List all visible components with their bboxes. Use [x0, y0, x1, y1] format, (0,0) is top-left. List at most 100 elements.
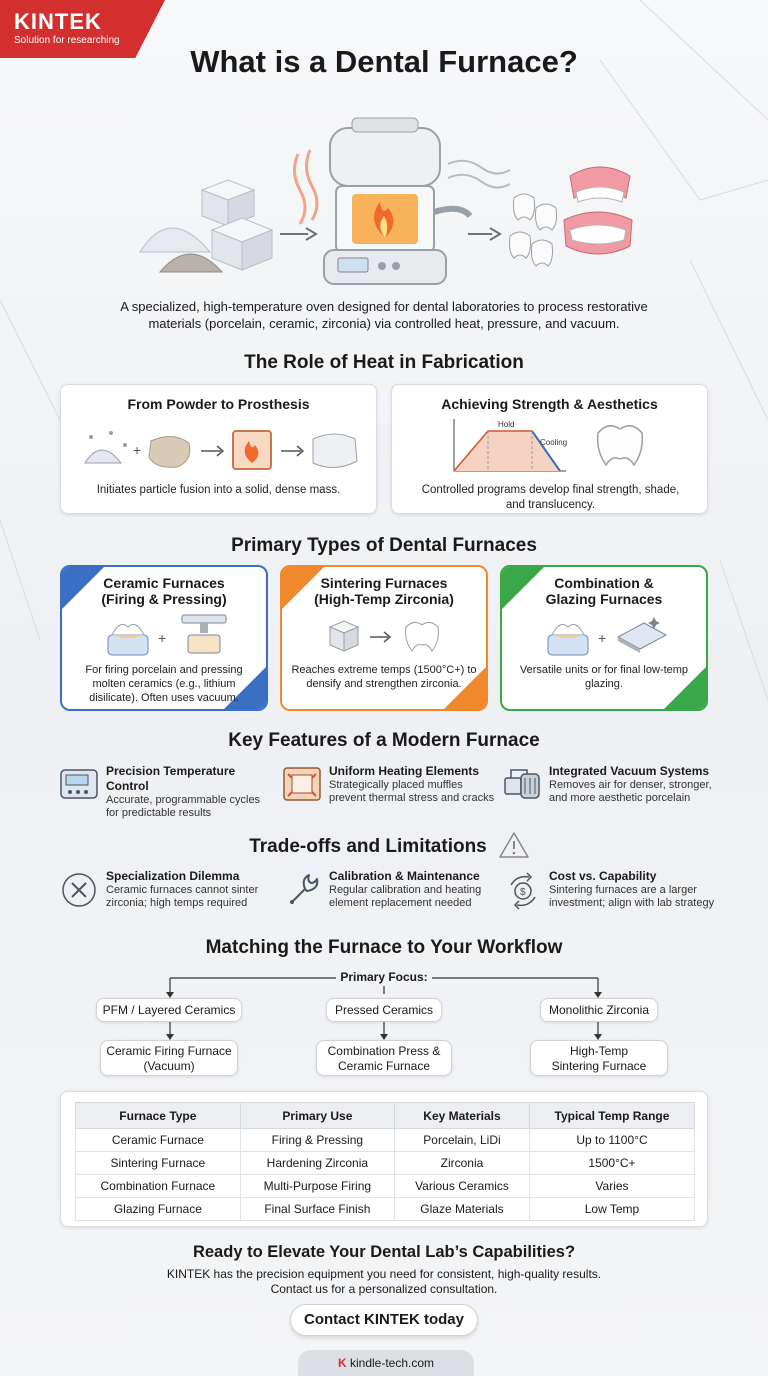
- feature-text-line1: Accurate, programmable cycles: [106, 794, 261, 806]
- press-icon: [181, 614, 227, 654]
- table-header: Typical Temp Range: [528, 1102, 696, 1129]
- table-cell: Combination Furnace: [75, 1174, 241, 1198]
- tradeoff-title: Calibration & Maintenance: [329, 869, 480, 883]
- section-heading-features: Key Features of a Modern Furnace: [228, 730, 540, 751]
- feature-title: Precision Temperature Control: [106, 764, 236, 793]
- tradeoff-text-line2: zirconia; high temps required: [106, 897, 248, 909]
- focus-monolithic-zirconia: Monolithic Zirconia: [540, 998, 658, 1022]
- table-cell: Porcelain, LiDi: [394, 1128, 530, 1152]
- svg-text:$: $: [520, 887, 526, 898]
- section-heading-tradeoffs: Trade-offs and Limitations: [249, 836, 487, 857]
- section-heading-role: The Role of Heat in Fabrication: [244, 352, 524, 373]
- cta-text-line1: KINTEK has the precision equipment you n…: [166, 1267, 602, 1281]
- page-title: What is a Dental Furnace?: [190, 44, 578, 79]
- card-text: Initiates particle fusion into a solid, …: [96, 484, 341, 496]
- feature-title: Uniform Heating Elements: [329, 764, 480, 778]
- table-row: Ceramic Furnace Firing & Pressing Porcel…: [75, 1128, 696, 1152]
- dentures-icon: [563, 166, 633, 255]
- tooth-on-tray-icon: [107, 623, 149, 656]
- compacted-block-icon: [148, 436, 191, 468]
- card-title-line2: (Firing & Pressing): [101, 591, 227, 607]
- table-cell: Various Ceramics: [394, 1174, 530, 1198]
- wrench-icon: [290, 874, 319, 904]
- table-cell: Glaze Materials: [394, 1197, 530, 1221]
- card-title: From Powder to Prosthesis: [127, 396, 310, 412]
- card-title-line2: (High-Temp Zirconia): [314, 591, 454, 607]
- vacuum-pump-icon: [504, 769, 540, 799]
- fire-icon: [232, 430, 272, 470]
- table-cell: Up to 1100°C: [528, 1128, 696, 1152]
- feature-title: Integrated Vacuum Systems: [549, 764, 710, 778]
- tradeoff-calibration: Calibration & Maintenance Regular calibr…: [283, 869, 503, 915]
- card-combination-glazing: Combination & Glazing Furnaces + Versati…: [500, 565, 708, 711]
- result-ceramic-firing: Ceramic Firing Furnace (Vacuum): [100, 1040, 238, 1076]
- result-combination-press: Combination Press & Ceramic Furnace: [316, 1040, 452, 1076]
- card-title-line1: Sintering Furnaces: [320, 575, 448, 591]
- svg-text:+: +: [598, 630, 606, 646]
- card-strength-aesthetics: Achieving Strength & Aesthetics Hold Coo…: [391, 384, 708, 514]
- table-cell: Hardening Zirconia: [239, 1151, 396, 1175]
- table-cell: Sintering Furnace: [75, 1151, 241, 1175]
- cost-cycle-icon: $: [510, 872, 536, 910]
- tradeoff-text-line2: element replacement needed: [329, 897, 472, 909]
- table-row: Sintering Furnace Hardening Zirconia Zir…: [75, 1151, 696, 1175]
- table-cell: Varies: [528, 1174, 696, 1198]
- workflow-connectors: [166, 977, 602, 1040]
- focus-pressed-ceramics: Pressed Ceramics: [326, 998, 442, 1022]
- powder-icon: [84, 431, 127, 464]
- tradeoff-text-line1: Sintering furnaces are a larger: [549, 884, 697, 896]
- card-powder-to-prosthesis: From Powder to Prosthesis + Initiates pa…: [60, 384, 377, 514]
- feature-vacuum-systems: Integrated Vacuum Systems Removes air fo…: [503, 764, 723, 810]
- table-cell: Low Temp: [528, 1197, 696, 1221]
- cta-heading: Ready to Elevate Your Dental Lab’s Capab…: [192, 1243, 576, 1261]
- tooth-crown-icon: [596, 425, 644, 467]
- contact-button[interactable]: Contact KINTEK today: [290, 1304, 478, 1336]
- heating-element-icon: [283, 767, 321, 801]
- section-heading-types: Primary Types of Dental Furnaces: [231, 535, 537, 556]
- card-title: Achieving Strength & Aesthetics: [441, 396, 658, 412]
- table-header-row: Furnace Type Primary Use Key Materials T…: [75, 1102, 696, 1129]
- table-cell: Glazing Furnace: [75, 1197, 241, 1221]
- footer-site-link[interactable]: K kindle-tech.com: [298, 1350, 474, 1376]
- ceramic-furnace-icons: +: [107, 614, 227, 656]
- feature-precision-temperature: Precision Temperature Control Accurate, …: [60, 764, 280, 819]
- firing-curve-graph: Hold Cooling: [453, 419, 567, 472]
- brand-name: KINTEK: [14, 9, 102, 34]
- table-cell: Zirconia: [394, 1151, 530, 1175]
- tradeoff-title: Specialization Dilemma: [106, 869, 240, 883]
- card-text: For firing porcelain and pressing molten…: [85, 664, 243, 704]
- combination-icons: +: [547, 617, 668, 656]
- tradeoff-title: Cost vs. Capability: [549, 869, 657, 883]
- svg-text:+: +: [158, 630, 166, 646]
- svg-text:+: +: [133, 442, 141, 458]
- tradeoff-specialization: Specialization Dilemma Ceramic furnaces …: [60, 869, 280, 915]
- feature-text-line1: Removes air for denser, stronger,: [549, 779, 712, 791]
- card-ceramic-furnaces: Ceramic Furnaces (Firing & Pressing) + F…: [60, 565, 268, 711]
- powder-pile-icon: [139, 227, 224, 273]
- table-cell: Final Surface Finish: [239, 1197, 396, 1221]
- result-line2: (Vacuum): [143, 1059, 195, 1073]
- table-cell: 1500°C+: [528, 1151, 696, 1175]
- result-sintering: High-Temp Sintering Furnace: [530, 1040, 668, 1076]
- warning-icon: [499, 832, 529, 858]
- brand-mark-icon: K: [337, 1356, 347, 1370]
- graph-label-cooling: Cooling: [540, 438, 567, 447]
- dental-furnace-icon: [323, 117, 447, 285]
- card-title-line2: Glazing Furnaces: [545, 591, 663, 607]
- card-sintering-furnaces: Sintering Furnaces (High-Temp Zirconia) …: [280, 565, 488, 711]
- table-cell: Ceramic Furnace: [75, 1128, 241, 1152]
- card-text: Controlled programs develop final streng…: [421, 484, 680, 511]
- footer-site: kindle-tech.com: [349, 1356, 435, 1370]
- ceramic-block-icon: [200, 179, 274, 271]
- tradeoff-text-line2: investment; align with lab strategy: [549, 897, 715, 909]
- tooth-crown-icon: [405, 621, 439, 652]
- feature-text-line2: for predictable results: [106, 807, 212, 819]
- card-title-line1: Ceramic Furnaces: [103, 575, 225, 591]
- control-panel-icon: [60, 769, 98, 799]
- result-line2: Ceramic Furnace: [337, 1059, 431, 1073]
- solid-mass-icon: [312, 433, 358, 468]
- feature-text-line1: Strategically placed muffles: [329, 779, 463, 791]
- focus-pfm-layered: PFM / Layered Ceramics: [96, 998, 242, 1022]
- feature-text-line2: and more aesthetic porcelain: [549, 792, 691, 804]
